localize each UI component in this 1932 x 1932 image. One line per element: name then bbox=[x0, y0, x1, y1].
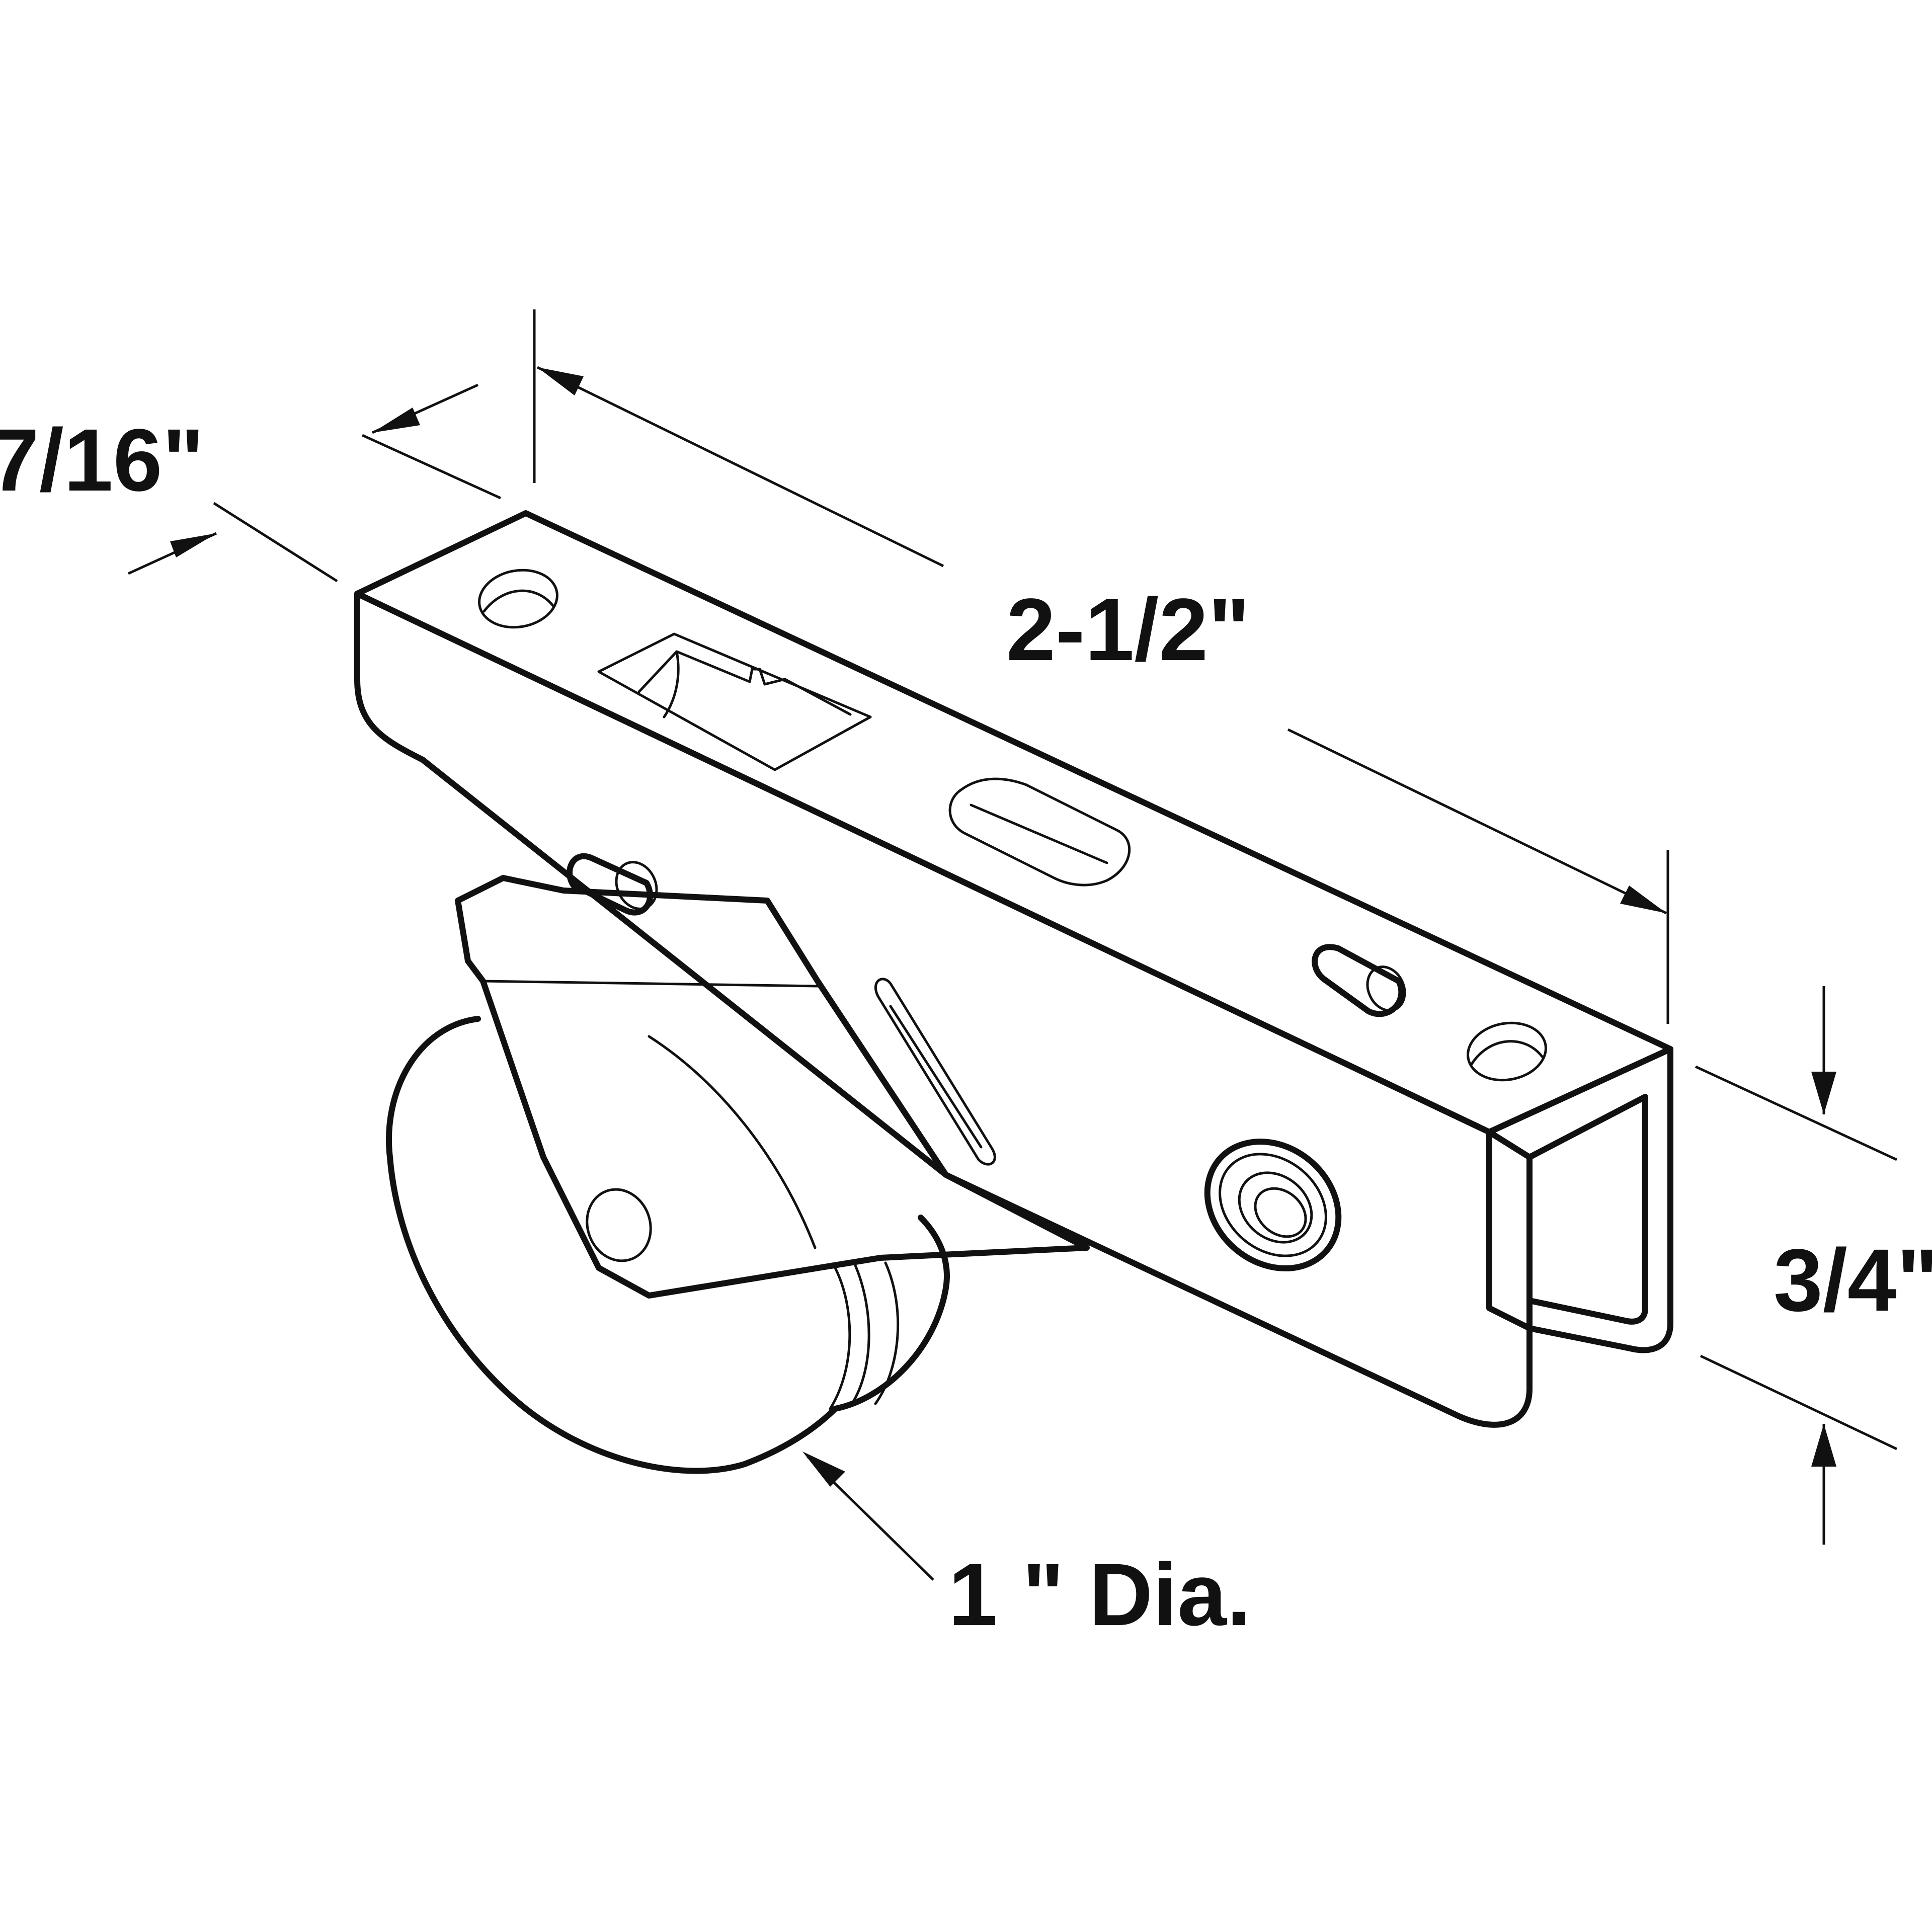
height-label: 3/4" bbox=[1774, 1231, 1932, 1330]
bracket-channel-end bbox=[1486, 1046, 1673, 1353]
dimension-length bbox=[533, 309, 1669, 1024]
wheel-axle-icon bbox=[586, 1188, 652, 1262]
adjustment-pin bbox=[1312, 944, 1406, 1017]
dimension-depth bbox=[127, 383, 502, 583]
oval-slot-icon bbox=[948, 777, 1131, 887]
dimension-height bbox=[1695, 986, 1898, 1545]
angled-slot-icon bbox=[874, 978, 996, 1166]
mounting-hole-right-icon bbox=[1467, 1021, 1547, 1082]
wheel bbox=[386, 1016, 950, 1474]
mounting-hole-left-icon bbox=[478, 569, 558, 629]
dimension-wheel bbox=[802, 1452, 934, 1581]
roller-bracket bbox=[354, 510, 1673, 1474]
wheel-diameter-label: 1 " Dia. bbox=[948, 1546, 1251, 1644]
rectangular-slot-icon bbox=[597, 632, 872, 771]
bracket-front-face bbox=[354, 591, 1533, 1428]
depth-label: 7/16" bbox=[0, 411, 204, 510]
wheel-carrier-plate bbox=[455, 875, 1090, 1299]
length-label: 2-1/2" bbox=[1006, 581, 1250, 679]
adjustment-screw-boss-icon bbox=[1204, 1139, 1342, 1271]
